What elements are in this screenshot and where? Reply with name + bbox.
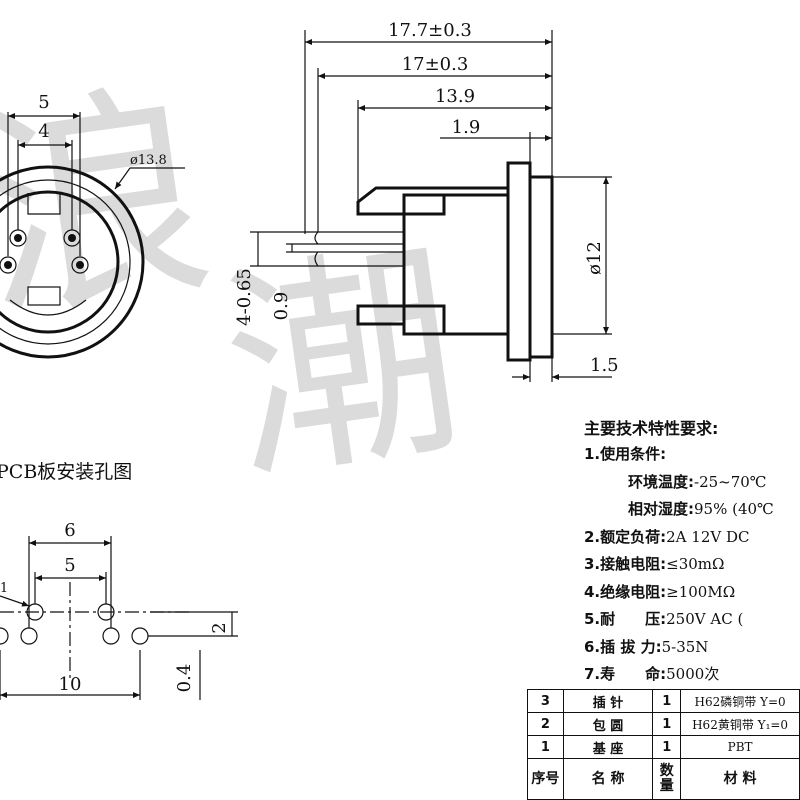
bom-material: PBT: [680, 735, 800, 759]
spec-value: 2A 12V DC: [666, 527, 750, 546]
bom-name: 基 座: [562, 735, 654, 759]
pin: [4, 261, 12, 269]
bom-header-material: 材 料: [680, 758, 800, 800]
bom-no: 1: [527, 735, 564, 759]
spec-value: ≥100MΩ: [666, 582, 736, 601]
pin: [76, 261, 84, 269]
dim-total-width: 10: [59, 674, 82, 695]
pcb-hole: [102, 627, 120, 645]
inner-ring: [0, 179, 131, 345]
spec-label: 7.寿 命:: [584, 665, 667, 683]
bom-no: 3: [527, 689, 564, 713]
spec-item: 1.使用条件:: [584, 441, 800, 469]
top-tab: [356, 186, 508, 216]
spec-item: 4.绝缘电阻:≥100MΩ: [584, 579, 800, 607]
spec-item: 3.接触电阻:≤30mΩ: [584, 551, 800, 579]
spec-label: 5.耐 压:: [584, 610, 667, 628]
bom-header-qty: 数量: [652, 758, 682, 800]
pcb-hole: [20, 627, 38, 645]
dim-pin-height: 0.9: [271, 292, 292, 321]
housing: [402, 193, 508, 336]
insulator: [0, 190, 120, 334]
spec-label: 环境温度:: [628, 472, 694, 491]
dim-row-spacing: 2: [209, 622, 230, 633]
dim-outer-width: 6: [64, 520, 75, 541]
front-view: 5 4 ø13.8: [0, 92, 185, 359]
spec-label: 相对湿度:: [628, 500, 694, 518]
watermark-char-1: 浪: [0, 58, 225, 354]
dim-hole-leader: [0, 595, 30, 607]
dim-flange: 1.5: [590, 355, 619, 376]
pin-hole: [71, 256, 89, 274]
pcb-hole: [131, 627, 149, 645]
pin-hole: [0, 256, 17, 274]
spec-label: 2.额定负荷:: [584, 527, 667, 546]
body: [506, 161, 532, 362]
bom-no: 2: [527, 712, 564, 736]
spec-item: 5.耐 压:250V AC (: [584, 606, 800, 634]
dim-offset: 0.4: [174, 664, 195, 693]
dim-hole: ø1: [0, 581, 8, 596]
dim-body-length: 17±0.3: [402, 54, 469, 75]
key-slot: [27, 193, 61, 215]
bom-qty: 1: [652, 735, 682, 759]
specs-title: 主要技术特性要求:: [584, 419, 719, 438]
bom-qty: 1: [652, 689, 682, 713]
spec-value: 5000次: [666, 665, 720, 683]
bom-qty: 1: [652, 712, 682, 736]
spec-value: -25~70℃: [694, 472, 767, 491]
dim-tab-length: 1.9: [452, 117, 481, 138]
spec-value: 250V AC (: [666, 610, 744, 628]
dim-diameter: ø12: [584, 241, 605, 275]
spec-item: 2.额定负荷:2A 12V DC: [584, 524, 800, 552]
bom-name: 插 针: [562, 689, 654, 713]
spec-label: 6.插 拔 力:: [584, 637, 662, 656]
dim-shell-diameter: ø13.8: [130, 153, 167, 168]
pin: [14, 234, 22, 242]
spec-item: 相对湿度:95% (40℃: [584, 496, 800, 524]
spec-item: 7.寿 命:5000次: [584, 661, 800, 689]
spec-value: ≤30mΩ: [666, 555, 725, 573]
pin: [68, 234, 76, 242]
key-block: [27, 286, 61, 306]
pcb-hole: [0, 627, 9, 645]
spec-value: 95% (40℃: [694, 500, 774, 518]
bom-material: H62磷铜带 Y=0: [680, 689, 800, 713]
bom-header-name: 名 称: [562, 758, 654, 800]
dim-inner-pin-spacing: 4: [38, 121, 49, 142]
key-slot-bottom: [9, 299, 87, 316]
spec-item: 6.插 拔 力:5-35N: [584, 634, 800, 662]
spec-item: 环境温度:-25~70℃: [584, 469, 800, 497]
bottom-tab: [356, 304, 446, 334]
bom-material: H62黄铜带 Y₁=0: [680, 712, 800, 736]
bom-header-no: 序号: [527, 758, 564, 800]
pcb-layout: PCB板安装孔图 6 5 ø1 2 10 0.4: [0, 461, 238, 700]
dim-total-length: 17.7±0.3: [388, 20, 472, 41]
watermark-char-2: 潮: [210, 218, 475, 514]
dim-pin-length: 13.9: [435, 86, 475, 107]
bom-name: 包 圆: [562, 712, 654, 736]
spec-value: 5-35N: [661, 637, 709, 656]
dim-diameter-leader: [114, 167, 131, 190]
spec-label: 1.使用条件:: [584, 445, 667, 463]
dim-outer-pin-spacing: 5: [38, 92, 49, 113]
dim-inner-width: 5: [64, 555, 75, 576]
flange: [528, 175, 554, 359]
spec-label: 3.接触电阻:: [584, 555, 667, 573]
side-view: 17.7±0.3 17±0.3 13.9 1.9 ø12 1.5 4-0.65 …: [234, 20, 619, 382]
table-header-row: 序号名 称数量材 料: [527, 758, 800, 800]
outer-shell: [0, 165, 145, 359]
pcb-title: PCB板安装孔图: [0, 461, 132, 483]
spec-label: 4.绝缘电阻:: [584, 582, 667, 601]
dim-pin-offset: 4-0.65: [234, 268, 255, 326]
